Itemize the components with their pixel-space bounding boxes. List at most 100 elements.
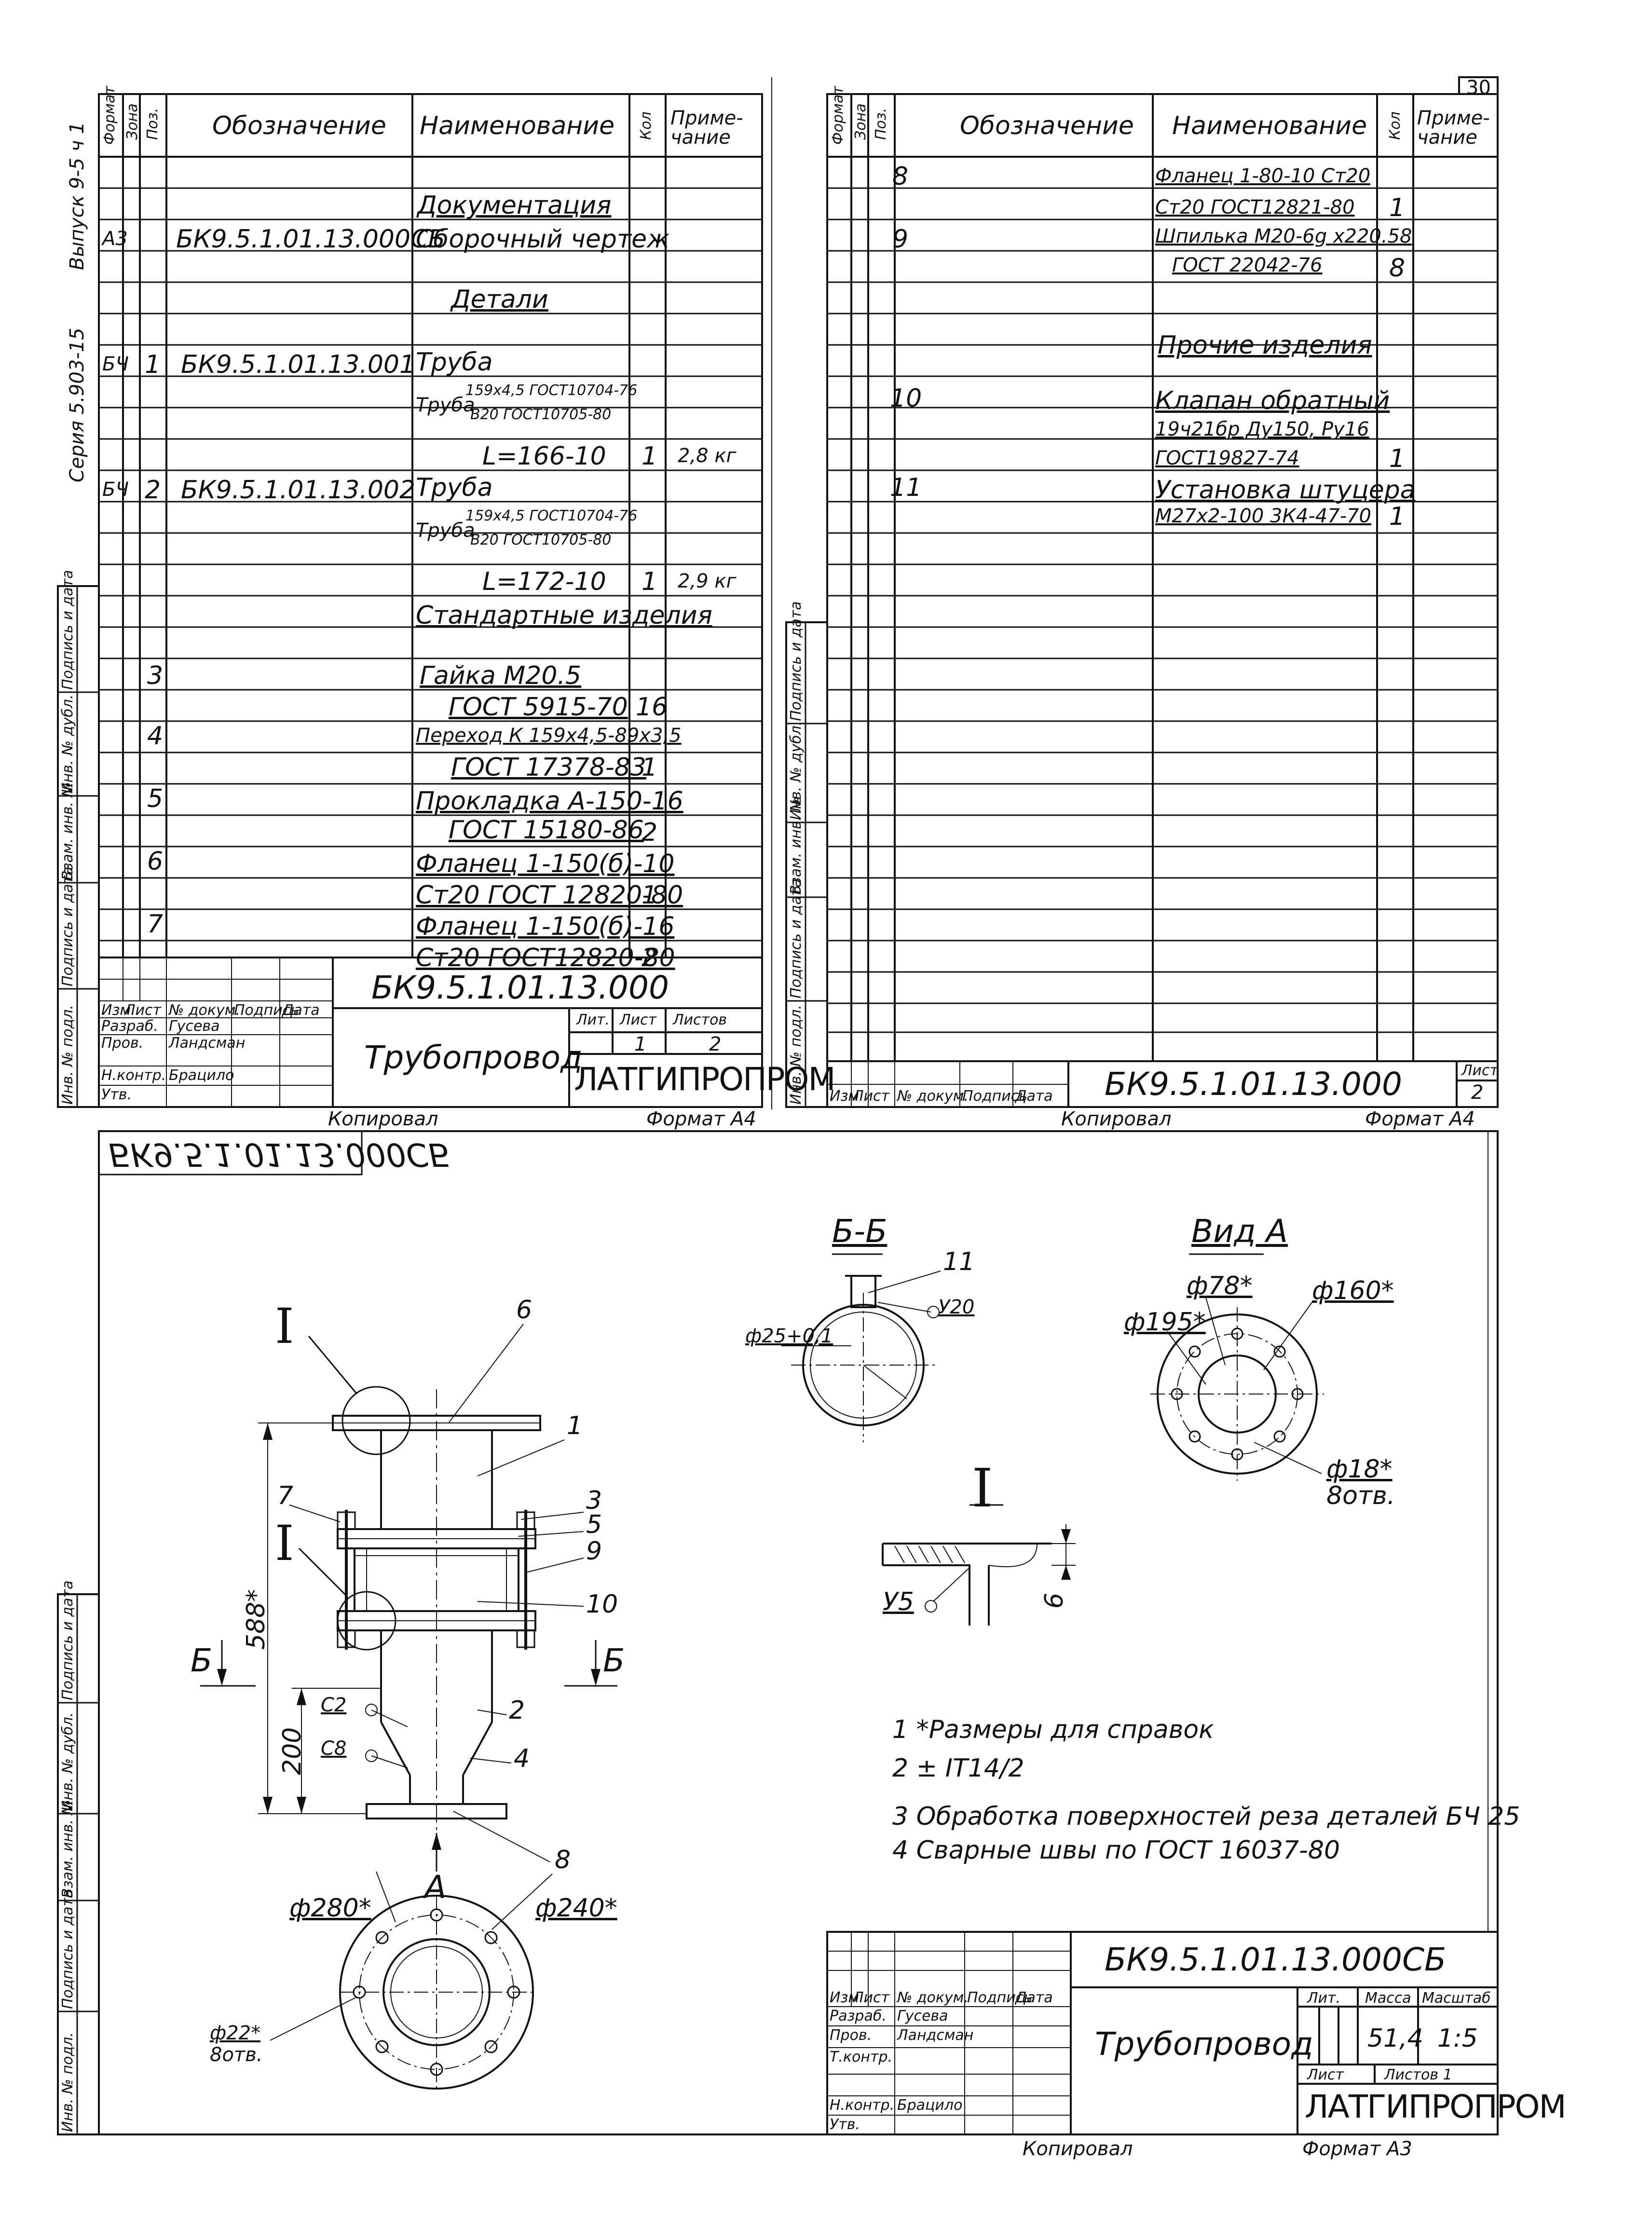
row-4-qty: 1 [642, 753, 658, 782]
s2-stub-1: Подпись и дата [788, 601, 805, 722]
row-1-qty: 1 [642, 442, 658, 471]
issue-label: Выпуск 9-5 ч 1 [66, 122, 88, 270]
s2-label-izm: Изм [830, 1088, 860, 1105]
tb1-razrab: Гусева [169, 1018, 220, 1035]
s2-header-pos: Поз. [873, 108, 889, 140]
tb1-org: ЛАТГИПРОПРОМ [574, 1061, 835, 1098]
tb3-label-list: Лист [853, 1989, 890, 2006]
row-3-pos: 3 [147, 661, 164, 690]
row-7-qty: 2 [642, 943, 658, 972]
callout-7: 7 [277, 1481, 294, 1510]
s3-stub-1: Подпись и дата [59, 1580, 76, 1701]
callout-10: 10 [586, 1590, 618, 1619]
s2-row-11-name2: М27х2-100 3К4-47-70 [1155, 505, 1371, 527]
callout-3: 3 [586, 1486, 602, 1515]
row-6-pos: 6 [147, 847, 164, 876]
s2-header-zone: Зона [852, 103, 869, 140]
stub-label-1: Подпись и дата [59, 570, 76, 690]
note-3: 3 Обработка поверхностей реза деталей БЧ… [892, 1802, 1520, 1831]
stub-label-5: Инв. № подл. [59, 1005, 76, 1105]
s2-header-format: Формат [830, 86, 846, 145]
header-zone: Зона [124, 103, 141, 140]
callout-9: 9 [586, 1537, 602, 1566]
callout-5: 5 [586, 1510, 602, 1539]
tb1-label-list: Лист [124, 1002, 162, 1019]
s2-sheet-label: Лист [1461, 1062, 1499, 1079]
row-2-length: L=172-10 [482, 567, 606, 596]
s2-row-8-name: Фланец 1-80-10 Ст20 [1155, 165, 1371, 187]
row-a3-designation: БК9.5.1.01.13.000СБ [176, 225, 446, 254]
dim-6: 6 [1040, 1592, 1069, 1609]
tb1-label-utv: Утв. [101, 1086, 132, 1103]
view-a-title: Вид А [1191, 1213, 1288, 1250]
header-format: Формат [101, 86, 118, 145]
row-1-format: БЧ [102, 353, 129, 375]
row-a3-name: Сборочный чертеж [416, 225, 669, 254]
tb3-scale: 1:5 [1437, 2024, 1478, 2053]
flange-view-bottom [270, 1871, 553, 2090]
row-7-name: Фланец 1-150(б)-16 [416, 912, 675, 941]
s2-row-9-qty: 8 [1389, 254, 1406, 283]
section-bb [781, 1253, 941, 1442]
dim-c8: С8 [321, 1737, 347, 1760]
tb1-label-date: Дата [282, 1002, 320, 1019]
dim-d25: ф25+0,1 [745, 1325, 833, 1347]
s2-row-9-name2: ГОСТ 22042-76 [1172, 254, 1323, 276]
tb3-org: ЛАТГИПРОПРОМ [1305, 2088, 1566, 2125]
s3-stub-4: Подпись и дата [59, 1889, 76, 2010]
tb3-label-izm: Изм [830, 1989, 860, 2006]
s2-code: БК9.5.1.01.13.000 [1105, 1066, 1402, 1103]
dim-588: 588* [242, 1589, 271, 1650]
tb3-label-tkontr: Т.контр. [830, 2049, 893, 2065]
tb3-label-utv: Утв. [830, 2116, 860, 2133]
row-1-pos: 1 [145, 350, 161, 379]
row-2-format: БЧ [102, 479, 129, 501]
s2-row-10-name: Клапан обратный [1155, 386, 1390, 415]
s2-header-designation: Обозначение [960, 111, 1134, 140]
tb1-label-prov: Пров. [101, 1035, 144, 1052]
assembly-view [200, 1324, 617, 1872]
tb1-nkontr: Брацило [169, 1067, 234, 1084]
tb3-label-sheets: Листов 1 [1384, 2066, 1452, 2083]
s2-label-sign: Подпись [962, 1088, 1027, 1105]
s2-label-list: Лист [853, 1088, 890, 1105]
note-4: 4 Сварные швы по ГОСТ 16037-80 [892, 1836, 1340, 1865]
row-2-name2c: В20 ГОСТ10705-80 [470, 532, 612, 548]
row-2-name2a: Труба [416, 520, 475, 542]
s2-header-qty: Кол [1387, 111, 1404, 140]
section-bb-title: Б-Б [832, 1213, 887, 1250]
tb1-title: Трубопровод [364, 1039, 583, 1076]
callout-8: 8 [555, 1846, 571, 1874]
row-4-name: Переход К 159х4,5-89х3,5 [416, 725, 682, 747]
header-name: Наименование [420, 111, 615, 140]
s2-row-10-qty: 1 [1389, 444, 1406, 473]
view-a [1150, 1253, 1324, 1481]
row-1-designation: БК9.5.1.01.13.001 [181, 350, 416, 379]
stub-label-3: Взам. инв. № [59, 782, 76, 880]
tb1-sheet: 1 [634, 1033, 647, 1055]
row-6-name2: Ст20 ГОСТ 12820-80 [416, 881, 683, 910]
row-2-designation: БК9.5.1.01.13.002 [181, 476, 416, 505]
row-5-pos: 5 [147, 784, 164, 813]
dim-d22: ф22* [210, 2022, 261, 2044]
tb3-nkontr: Брацило [897, 2097, 963, 2114]
stub-label-2: Инв. № дубл. [59, 694, 76, 793]
tb3-label-sheet: Лист [1307, 2066, 1344, 2083]
tb3-format: Формат А3 [1302, 2138, 1412, 2160]
s2-row-10-name3: ГОСТ19827-74 [1155, 447, 1299, 469]
tb3-label-prov: Пров. [830, 2027, 872, 2044]
s3-stub-5: Инв. № подл. [59, 2032, 76, 2132]
tb3-label-nkontr: Н.контр. [830, 2097, 895, 2114]
s2-row-9-pos: 9 [892, 225, 909, 254]
note-1: 1 *Размеры для справок [892, 1715, 1214, 1744]
s2-row-11-qty: 1 [1389, 502, 1406, 531]
tb1-label-izm: Изм [101, 1002, 131, 1019]
row-1-note: 2,8 кг [678, 445, 737, 467]
dim-d280: ф280* [289, 1894, 371, 1923]
tb1-sheets: 2 [709, 1033, 722, 1055]
s2-row-10-name2: 19ч21бр Ду150, Ру16 [1155, 418, 1369, 440]
row-4-pos: 4 [147, 722, 164, 751]
tb1-prov: Ландсман [169, 1035, 246, 1052]
callout-2: 2 [509, 1696, 525, 1725]
s2-copied: Копировал [1061, 1108, 1172, 1130]
